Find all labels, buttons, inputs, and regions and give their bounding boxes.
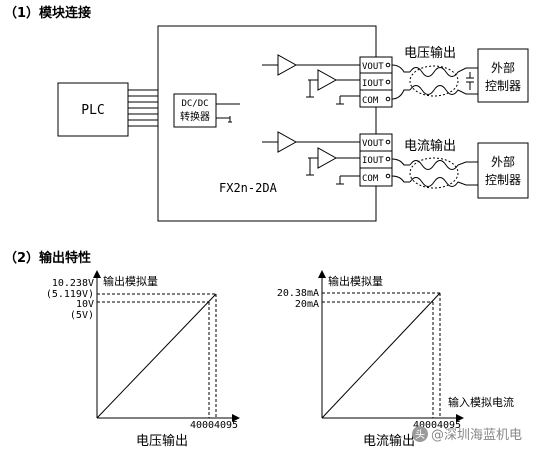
watermark-logo: 头: [412, 425, 428, 442]
watermark-text: @深圳海蓝机电: [431, 428, 523, 443]
upper-terminal-block: VOUT IOUT COM: [359, 56, 393, 108]
voltage-output-label: 电压输出: [404, 45, 456, 61]
voltage-xtick-4095: 4095: [214, 420, 238, 431]
terminal-iout-top: IOUT: [362, 79, 384, 89]
voltage-guide-lines: [97, 293, 217, 418]
voltage-series-line: [96, 293, 217, 419]
section-heading-module-connection: （1）模块连接: [4, 5, 91, 21]
terminal-vout-bottom: VOUT: [362, 139, 384, 149]
current-xtick-4095: 4095: [437, 420, 461, 431]
voltage-y-label: 输出模拟量: [103, 274, 158, 288]
voltage-chart-caption: 电压输出: [136, 433, 188, 449]
ext-ctrl-bottom-line2: 控制器: [485, 173, 521, 187]
voltage-xtick-4000: 4000: [190, 420, 214, 431]
plc-label: PLC: [81, 103, 104, 118]
current-chart-caption: 电流输出: [363, 433, 415, 449]
voltage-ytick-10v: 10V: [76, 299, 94, 310]
upper-shielded-cable: [391, 64, 478, 100]
external-controller-box-top: [477, 48, 529, 103]
terminal-com-bottom: COM: [362, 174, 379, 184]
section-heading-output-characteristics: （2）输出特性: [4, 250, 91, 266]
terminal-com-top: COM: [362, 96, 379, 106]
lower-shielded-cable: [391, 157, 478, 189]
ext-ctrl-top-line1: 外部: [491, 60, 515, 75]
voltage-ytick-5v: (5V): [70, 310, 94, 321]
lower-terminal-block: VOUT IOUT COM: [359, 133, 393, 187]
dcdc-label: DC/DC: [181, 99, 208, 109]
voltage-chart: 输出模拟量 10.238V (5.119V) 10V (5V) 4000 409…: [46, 270, 240, 449]
terminal-vout-top: VOUT: [362, 62, 384, 72]
current-output-label: 电流输出: [404, 138, 456, 154]
current-x-label: 输入模拟电流: [448, 395, 514, 409]
watermark: 头 @深圳海蓝机电: [412, 424, 522, 443]
current-y-label: 输出模拟量: [328, 274, 383, 288]
dcdc-converter-box: [173, 93, 217, 128]
external-controller-box-bottom: [477, 142, 529, 199]
current-ytick-20: 20mA: [295, 299, 319, 310]
current-guide-lines: [322, 292, 441, 418]
plc-bus-lines: [128, 89, 160, 127]
plc-box: [57, 82, 129, 137]
converter-output-lines: [216, 103, 240, 123]
terminal-iout-bottom: IOUT: [362, 156, 384, 166]
ext-ctrl-bottom-line1: 外部: [491, 154, 515, 169]
voltage-ytick-5119: (5.119V): [46, 289, 94, 300]
upper-amplifiers: [262, 54, 360, 105]
ext-ctrl-top-line2: 控制器: [485, 79, 521, 93]
current-xtick-4000: 4000: [413, 420, 437, 431]
current-chart: 输出模拟量 20.38mA 20mA 输入模拟电流 4000 4095 电流输出: [277, 270, 514, 449]
module-label: FX2n-2DA: [219, 181, 278, 195]
converter-label: 转换器: [180, 110, 210, 123]
voltage-ytick-10238: 10.238V: [52, 278, 94, 289]
lower-amplifiers: [262, 131, 360, 185]
current-ytick-2038: 20.38mA: [277, 288, 319, 299]
current-series-line: [321, 292, 441, 419]
